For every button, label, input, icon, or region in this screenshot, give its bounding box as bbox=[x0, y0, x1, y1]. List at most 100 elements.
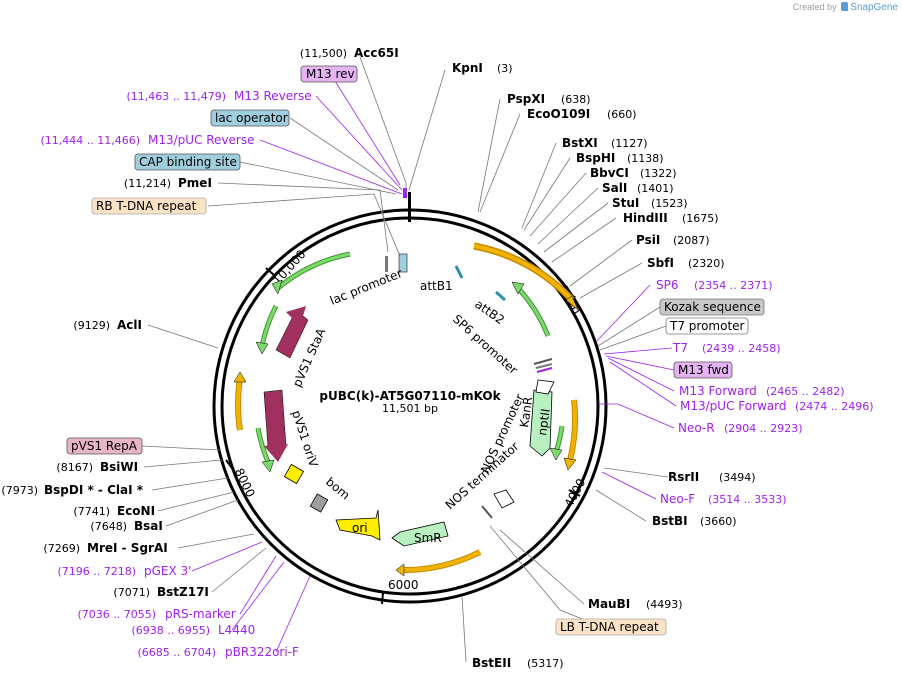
enzyme-name: BstXI bbox=[562, 136, 598, 150]
primer-name: pRS-marker bbox=[165, 607, 236, 621]
enzyme-position: (660) bbox=[607, 108, 637, 121]
enzyme-position: (3660) bbox=[700, 515, 737, 528]
feature-label: pVS1 oriV bbox=[289, 409, 321, 470]
mcs-marks bbox=[385, 188, 553, 373]
primer-position: (6938 .. 6955) bbox=[131, 624, 210, 637]
box-label: lac operator bbox=[215, 111, 288, 125]
primer-position: (2354 .. 2371) bbox=[694, 279, 773, 292]
boxed-labels: M13 rev lac operator CAP binding site RB… bbox=[66, 65, 765, 636]
primer-name: Neo-F bbox=[660, 492, 695, 506]
primer-position: (7196 .. 7218) bbox=[57, 565, 136, 578]
enzyme-name: BspHI bbox=[576, 151, 615, 165]
feature-label: bom bbox=[323, 475, 352, 503]
enzyme-name: HindIII bbox=[623, 211, 668, 225]
enzyme-position: (1401) bbox=[637, 182, 674, 195]
enzyme-name: KpnI bbox=[452, 61, 483, 75]
feature-label: lac promoter bbox=[328, 266, 404, 308]
primer-position: (3514 .. 3533) bbox=[708, 493, 787, 506]
primer-position: (6685 .. 6704) bbox=[137, 646, 216, 659]
enzyme-name: BbvCI bbox=[590, 166, 629, 180]
enzyme-name: BsiWI bbox=[100, 460, 138, 474]
enzyme-name: BstZ17I bbox=[157, 585, 209, 599]
box-label: LB T-DNA repeat bbox=[560, 620, 659, 634]
enzyme-labels: (11,500) Acc65I KpnI (3) PspXI (638) Eco… bbox=[1, 46, 755, 670]
enzyme-name: BstEII bbox=[472, 656, 511, 670]
enzyme-name: RsrII bbox=[668, 470, 699, 484]
feature-label: SP6 promoter bbox=[450, 312, 520, 377]
enzyme-position: (638) bbox=[561, 93, 591, 106]
enzyme-name: BstBI bbox=[652, 514, 688, 528]
primer-labels: (11,463 .. 11,479) M13 Reverse (11,444 .… bbox=[40, 89, 873, 659]
enzyme-name: EcoNI bbox=[117, 504, 155, 518]
enzyme-name: StuI bbox=[612, 196, 639, 210]
enzyme-name: MreI - SgrAI bbox=[87, 541, 168, 555]
primer-position: (11,444 .. 11,466) bbox=[40, 134, 140, 147]
enzyme-name: MauBI bbox=[588, 597, 630, 611]
primer-name: pBR322ori-F bbox=[225, 645, 299, 659]
enzyme-position: (1523) bbox=[651, 197, 688, 210]
feature-label: nptII bbox=[535, 408, 553, 437]
feature-label: KanR bbox=[517, 396, 535, 429]
enzyme-name: SalI bbox=[602, 181, 627, 195]
enzyme-name: Acc65I bbox=[354, 46, 399, 60]
enzyme-name: BsaI bbox=[134, 519, 163, 533]
enzyme-position: (7973) bbox=[1, 484, 38, 497]
primer-position: (11,463 .. 11,479) bbox=[126, 90, 226, 103]
enzyme-position: (7648) bbox=[90, 520, 127, 533]
primer-position: (2439 .. 2458) bbox=[702, 342, 781, 355]
enzyme-position: (7071) bbox=[113, 586, 150, 599]
primer-name: M13/pUC Forward bbox=[680, 399, 787, 413]
plasmid-length: 11,501 bp bbox=[382, 402, 438, 415]
enzyme-position: (1675) bbox=[682, 212, 719, 225]
plasmid-name: pUBC(k)-AT5G07110-mKOk bbox=[319, 389, 501, 403]
primer-position: (2904 .. 2923) bbox=[724, 422, 803, 435]
enzyme-position: (1138) bbox=[627, 152, 664, 165]
feature-label: ori bbox=[352, 521, 368, 535]
enzyme-position: (3494) bbox=[719, 471, 756, 484]
feature-label: attB1 bbox=[420, 279, 453, 293]
primer-position: (2465 .. 2482) bbox=[766, 385, 845, 398]
primer-name: M13 Reverse bbox=[234, 89, 312, 103]
primer-name: pGEX 3' bbox=[144, 564, 191, 578]
enzyme-position: (3) bbox=[497, 62, 513, 75]
enzyme-position: (8167) bbox=[56, 461, 93, 474]
enzyme-position: (11,214) bbox=[124, 177, 171, 190]
snapgene-logo-icon bbox=[841, 2, 849, 11]
enzyme-position: (2320) bbox=[688, 257, 725, 270]
box-label: RB T-DNA repeat bbox=[96, 199, 197, 213]
credit-prefix: Created by bbox=[792, 2, 837, 12]
feature-label: SmR bbox=[414, 531, 442, 545]
enzyme-name: PmeI bbox=[178, 176, 212, 190]
box-label: M13 fwd bbox=[678, 363, 729, 377]
box-label: pVS1 RepA bbox=[71, 439, 138, 453]
primer-name: M13/pUC Reverse bbox=[148, 133, 255, 147]
box-label: Kozak sequence bbox=[664, 300, 761, 314]
box-label: CAP binding site bbox=[139, 155, 237, 169]
enzyme-position: (9129) bbox=[73, 319, 110, 332]
primer-name: Neo-R bbox=[678, 421, 715, 435]
enzyme-name: SbfI bbox=[647, 256, 674, 270]
enzyme-position: (5317) bbox=[527, 657, 564, 670]
primer-position: (2474 .. 2496) bbox=[795, 400, 874, 413]
tick-label: 6000 bbox=[388, 578, 419, 592]
enzyme-name: PsiI bbox=[636, 233, 660, 247]
enzyme-position: (1322) bbox=[640, 167, 677, 180]
credit-brand: SnapGene bbox=[850, 2, 898, 13]
enzyme-position: (11,500) bbox=[300, 47, 347, 60]
enzyme-position: (1127) bbox=[611, 137, 648, 150]
primer-name: SP6 bbox=[656, 278, 679, 292]
feature-arrows bbox=[233, 242, 579, 577]
enzyme-position: (4493) bbox=[646, 598, 683, 611]
leader-lines bbox=[141, 56, 677, 663]
box-label: T7 promoter bbox=[669, 319, 745, 333]
box-label: M13 rev bbox=[306, 67, 355, 81]
feature-label: attB2 bbox=[472, 297, 507, 327]
enzyme-position: (7269) bbox=[43, 542, 80, 555]
primer-position: (7036 .. 7055) bbox=[77, 608, 156, 621]
enzyme-name: EcoO109I bbox=[527, 107, 590, 121]
enzyme-position: (2087) bbox=[673, 234, 710, 247]
primer-name: L4440 bbox=[218, 623, 255, 637]
enzyme-position: (7741) bbox=[73, 505, 110, 518]
enzyme-name: PspXI bbox=[507, 92, 545, 106]
